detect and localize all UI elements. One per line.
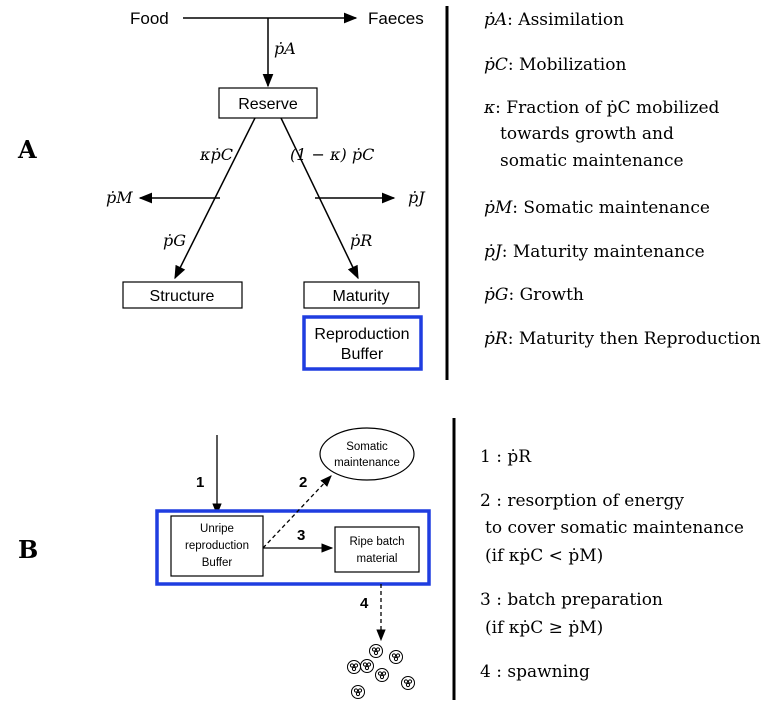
structure-label: Structure bbox=[150, 288, 215, 305]
reproduction-buffer-line2: Buffer bbox=[341, 346, 384, 363]
egg-icon bbox=[360, 659, 374, 673]
unripe-line1: Unripe bbox=[200, 523, 234, 535]
maturity-label: Maturity bbox=[333, 288, 390, 305]
legend-a-growth: ṗG: Growth bbox=[484, 285, 584, 305]
legend-b-step2: 2 : resorption of energy bbox=[480, 491, 684, 511]
legend-a-maturity: ṗJ: Maturity maintenance bbox=[484, 242, 705, 262]
food-label: Food bbox=[130, 9, 169, 28]
reproduction-buffer-box bbox=[302, 315, 423, 371]
legend-b-step1: 1 : ṗR bbox=[480, 447, 532, 467]
legend-a-0-text: : Assimilation bbox=[507, 10, 624, 30]
unripe-buffer-box bbox=[170, 515, 264, 577]
panel-a-label: A bbox=[17, 135, 37, 164]
legend-a-fraction: κ: Fraction of ṗC mobilized bbox=[483, 98, 720, 118]
somatic-line2: maintenance bbox=[334, 457, 400, 469]
legend-a-fraction-cont2: somatic maintenance bbox=[500, 151, 684, 171]
pA-label: ṗA bbox=[274, 39, 296, 58]
legend-a: ṗA: Assimilation ṗC: Mobilization κ: Fra… bbox=[483, 10, 761, 349]
legend-b: 1 : ṗR 2 : resorption of energy to cover… bbox=[480, 447, 744, 682]
legend-a-6-sym: ṗJ bbox=[484, 242, 503, 262]
legend-a-5-sym: ṗM bbox=[484, 198, 513, 218]
legend-a-5-text: : Somatic maintenance bbox=[512, 198, 710, 218]
ripe-batch-box bbox=[334, 526, 420, 573]
ripe-line1: Ripe batch bbox=[350, 536, 405, 548]
legend-a-2-text: : Fraction of ṗC mobilized bbox=[495, 98, 719, 118]
legend-b-step4: 4 : spawning bbox=[480, 662, 590, 682]
step4-label: 4 bbox=[360, 595, 369, 612]
legend-a-2-sym: κ bbox=[483, 98, 495, 118]
maturity-box bbox=[303, 281, 420, 309]
pR-label: ṗR bbox=[350, 231, 372, 250]
step2-arrow bbox=[262, 475, 332, 549]
legend-b-step3: 3 : batch preparation bbox=[480, 590, 663, 610]
egg-icon bbox=[351, 685, 365, 699]
legend-a-fraction-cont1: towards growth and bbox=[500, 124, 674, 144]
legend-a-8-sym: ṗR bbox=[484, 329, 508, 349]
legend-b-step3-cont: (if κṗC ≥ ṗM) bbox=[485, 618, 603, 638]
legend-a-assimilation: ṗA: Assimilation bbox=[484, 10, 624, 30]
unripe-line3: Buffer bbox=[202, 557, 233, 569]
legend-a-mobilization: ṗC: Mobilization bbox=[484, 55, 626, 75]
egg-icon bbox=[389, 650, 403, 664]
legend-a-reproduction: ṗR: Maturity then Reproduction bbox=[484, 329, 761, 349]
structure-box bbox=[122, 281, 243, 309]
faeces-label: Faeces bbox=[368, 9, 424, 28]
reproduction-buffer-line1: Reproduction bbox=[314, 326, 409, 343]
step1-label: 1 bbox=[196, 474, 204, 491]
legend-a-0-sym: ṗA bbox=[484, 10, 507, 30]
pG-label: ṗG bbox=[163, 231, 186, 250]
legend-a-1-text: : Mobilization bbox=[508, 55, 627, 75]
ripe-line2: material bbox=[357, 553, 398, 565]
reserve-label: Reserve bbox=[238, 96, 298, 113]
somatic-line1: Somatic bbox=[346, 441, 388, 453]
legend-a-8-text: : Maturity then Reproduction bbox=[508, 329, 761, 349]
legend-a-6-text: : Maturity maintenance bbox=[502, 242, 705, 262]
egg-icon bbox=[401, 676, 415, 690]
legend-a-7-sym: ṗG bbox=[484, 285, 508, 305]
legend-b-step2-cont2: (if κṗC < ṗM) bbox=[485, 546, 603, 566]
legend-a-7-text: : Growth bbox=[508, 285, 583, 305]
kappa-pC-label: κṗC bbox=[199, 145, 233, 164]
pM-label: ṗM bbox=[106, 188, 133, 207]
somatic-maintenance-ellipse bbox=[319, 427, 415, 481]
legend-b-step2-cont1: to cover somatic maintenance bbox=[485, 518, 744, 538]
unripe-line2: reproduction bbox=[185, 540, 249, 552]
reserve-box bbox=[218, 87, 318, 119]
eggs-cluster bbox=[347, 644, 415, 699]
egg-icon bbox=[369, 644, 383, 658]
egg-icon bbox=[375, 668, 389, 682]
legend-a-1-sym: ṗC bbox=[484, 55, 508, 75]
step3-label: 3 bbox=[297, 527, 305, 544]
egg-icon bbox=[347, 660, 361, 674]
legend-a-somatic: ṗM: Somatic maintenance bbox=[484, 198, 710, 218]
pJ-label: ṗJ bbox=[408, 188, 426, 207]
step2-label: 2 bbox=[299, 474, 307, 491]
one-minus-kappa-pC-label: (1 − κ) ṗC bbox=[290, 145, 374, 164]
panel-b-label: B bbox=[18, 535, 38, 564]
